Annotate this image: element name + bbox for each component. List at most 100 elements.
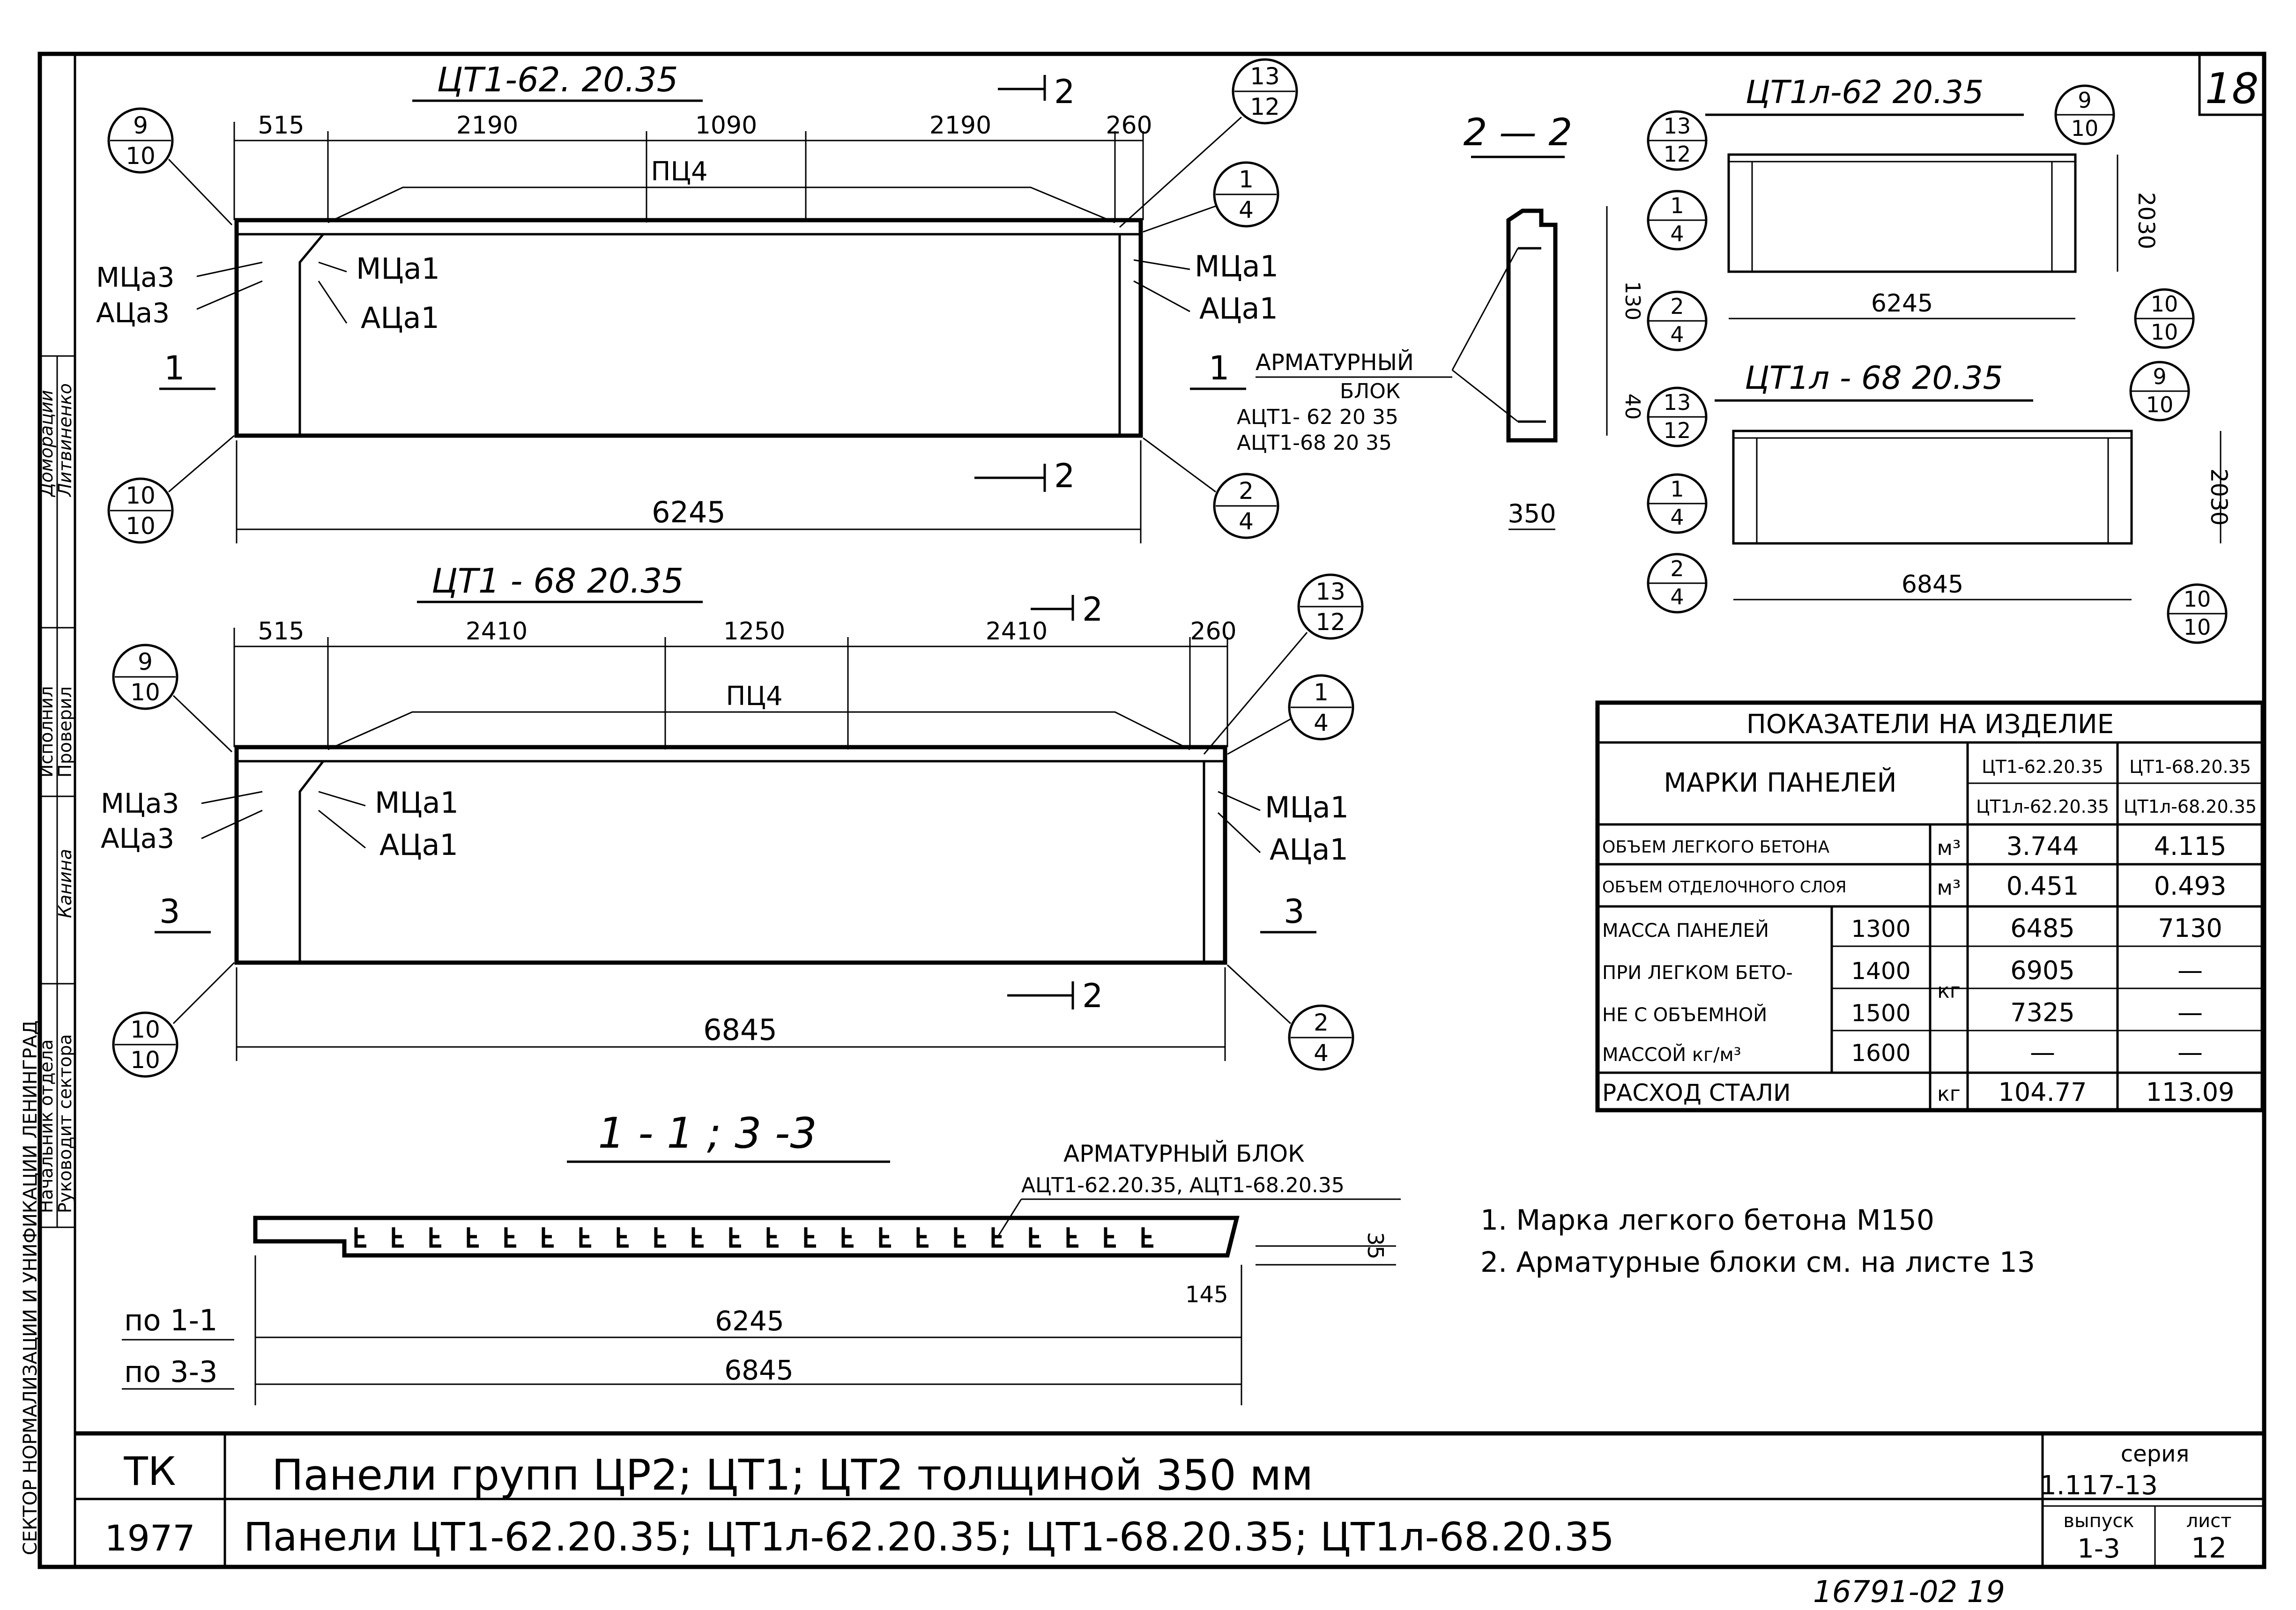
svg-text:4: 4 xyxy=(1670,221,1684,246)
svg-text:4: 4 xyxy=(1314,1039,1329,1067)
table-density-2: 1400 xyxy=(1851,957,1910,985)
svg-text:10: 10 xyxy=(2184,586,2211,612)
table-volume-light-v1: 3.744 xyxy=(2006,831,2079,861)
panel-a-bubble-tl: 9 10 xyxy=(107,107,233,226)
panel-a-pts: ПЦ4 xyxy=(651,156,707,187)
title-sheet-value: 12 xyxy=(2191,1532,2227,1565)
rebar-mark xyxy=(467,1227,479,1248)
section-13-rebar-marks xyxy=(354,1227,1153,1248)
svg-text:12: 12 xyxy=(1664,141,1691,167)
section-22-title: 2 — 2 xyxy=(1464,111,1573,154)
section-13-label-11: по 1-1 xyxy=(124,1303,217,1337)
title-sheet-label: лист xyxy=(2186,1510,2232,1532)
svg-text:12: 12 xyxy=(1664,418,1691,443)
svg-text:10: 10 xyxy=(2151,319,2178,345)
elevation-b: ЦТ1л - 68 20.35 6845 2030 13 12 9 10 1 4… xyxy=(1647,360,2232,644)
svg-text:1: 1 xyxy=(1670,476,1684,502)
panel-b-length: 6845 xyxy=(703,1013,777,1047)
panel-a-section-bottom: 2 xyxy=(1054,457,1075,495)
section-13-dim-145: 145 xyxy=(1185,1282,1228,1308)
svg-text:4: 4 xyxy=(1670,584,1684,609)
rebar-mark xyxy=(617,1227,629,1248)
stamp-role-3: Исполнил xyxy=(36,686,57,778)
panel-b-dim-5: 260 xyxy=(1190,617,1236,645)
panel-b-dim-1: 515 xyxy=(258,617,304,645)
panel-a-dim-4: 2190 xyxy=(929,111,991,140)
panel-a-mid-label-1: МЦа1 xyxy=(356,252,440,286)
svg-text:2: 2 xyxy=(1670,556,1684,581)
panel-b-left-label-2: АЦа3 xyxy=(101,823,174,854)
rebar-mark xyxy=(504,1227,516,1248)
table-density-1: 1300 xyxy=(1851,915,1910,942)
panel-b-right-label-1: МЦа1 xyxy=(1265,790,1349,824)
table-mass-3-v2: — xyxy=(2177,998,2203,1027)
stamp-name-2: Литвиненко xyxy=(55,383,75,497)
section-13-label-33: по 3-3 xyxy=(124,1355,217,1389)
svg-text:13: 13 xyxy=(1250,63,1280,90)
panel-a-section-right: 1 xyxy=(1209,349,1230,387)
panel-b-dim-4: 2410 xyxy=(986,617,1048,645)
svg-text:10: 10 xyxy=(130,679,160,706)
section-1-1-3-3: 1 - 1 ; 3 -3 АРМАТУРНЫЙ БЛОК АЦТ1-62.20.… xyxy=(122,1109,1401,1405)
panel-b-body xyxy=(234,745,1227,965)
section-22-dim-top: 130 xyxy=(1620,281,1644,320)
svg-text:13: 13 xyxy=(1664,113,1691,139)
title-block: ТК 1977 Панели групп ЦР2; ЦТ1; ЦТ2 толщи… xyxy=(75,1431,2264,1567)
svg-text:10: 10 xyxy=(2071,116,2099,141)
title-year: 1977 xyxy=(104,1517,195,1559)
stamp-role-2: Руководит сектора xyxy=(55,1034,75,1213)
svg-text:1: 1 xyxy=(1239,166,1254,193)
panel-a-left-label-2: АЦа3 xyxy=(96,297,170,329)
svg-text:10: 10 xyxy=(2151,291,2178,317)
elev-b-title: ЦТ1л - 68 20.35 xyxy=(1745,360,2003,397)
title-tk: ТК xyxy=(124,1448,176,1494)
table-steel-v1: 104.77 xyxy=(1999,1077,2087,1107)
table-steel-unit: кг xyxy=(1937,1082,1961,1106)
svg-text:12: 12 xyxy=(1315,608,1345,636)
panel-b-section-left: 3 xyxy=(159,892,180,931)
table-mass-4-v2: — xyxy=(2177,1038,2203,1067)
rebar-mark xyxy=(654,1227,666,1248)
table-mass-label-4: МАССОЙ кг/м³ xyxy=(1602,1043,1741,1066)
svg-text:1: 1 xyxy=(1314,679,1329,706)
svg-text:2: 2 xyxy=(1670,294,1684,319)
rebar-mark xyxy=(954,1227,966,1248)
section-22-dim-bottom: 40 xyxy=(1620,393,1644,420)
elev-a-bubble-br: 10 10 xyxy=(2134,288,2195,349)
table-volume-light-v2: 4.115 xyxy=(2154,831,2227,861)
panel-a-body xyxy=(234,218,1143,438)
svg-text:10: 10 xyxy=(2184,615,2211,640)
stamp-name-1: Домораций xyxy=(36,390,57,497)
panel-b-right-label-2: АЦа1 xyxy=(1270,832,1348,867)
table-mass-1-v2: 7130 xyxy=(2158,913,2222,943)
svg-text:10: 10 xyxy=(130,1016,160,1043)
section-13-len-33: 6845 xyxy=(724,1354,794,1386)
side-stamp: Начальник отдела Руководит сектора Испол… xyxy=(20,355,75,1555)
panel-b-section-right: 3 xyxy=(1284,892,1305,931)
rebar-mark xyxy=(916,1227,929,1248)
stamp-name-3: Канина xyxy=(55,849,75,918)
svg-text:10: 10 xyxy=(126,512,156,540)
title-issue-label: выпуск xyxy=(2063,1510,2134,1532)
panel-b-left-label-1: МЦа3 xyxy=(101,787,179,819)
table-volume-finish-label: ОБЪЕМ ОТДЕЛОЧНОГО СЛОЯ xyxy=(1602,878,1847,897)
panel-a-bubble-bl: 10 10 xyxy=(107,435,235,544)
title-line-2: Панели ЦТ1-62.20.35; ЦТ1л-62.20.35; ЦТ1-… xyxy=(244,1514,1614,1560)
elev-a-title: ЦТ1л-62 20.35 xyxy=(1746,74,1984,111)
panel-b-bubble-r: 1 4 xyxy=(1227,674,1354,755)
panel-a-length: 6245 xyxy=(652,495,726,529)
rebar-mark xyxy=(729,1227,741,1248)
panel-b-bubble-bl: 10 10 xyxy=(112,962,235,1078)
section-13-block-marks: АЦТ1-62.20.35, АЦТ1-68.20.35 xyxy=(1021,1173,1345,1197)
elev-b-bubble-br: 10 10 xyxy=(2167,583,2228,644)
svg-text:2: 2 xyxy=(1314,1009,1329,1036)
panel-a-right-label-2: АЦа1 xyxy=(1199,291,1278,326)
note-1: 1. Марка легкого бетона М150 xyxy=(1480,1204,1934,1237)
sheet-number-box xyxy=(2198,52,2266,116)
table-volume-light-label: ОБЪЕМ ЛЕГКОГО БЕТОНА xyxy=(1602,838,1829,857)
svg-text:13: 13 xyxy=(1315,578,1345,605)
panel-b-bubble-tl: 9 10 xyxy=(112,644,233,753)
section-22-block-label: АРМАТУРНЫЙ xyxy=(1256,349,1414,376)
svg-text:10: 10 xyxy=(126,482,156,509)
